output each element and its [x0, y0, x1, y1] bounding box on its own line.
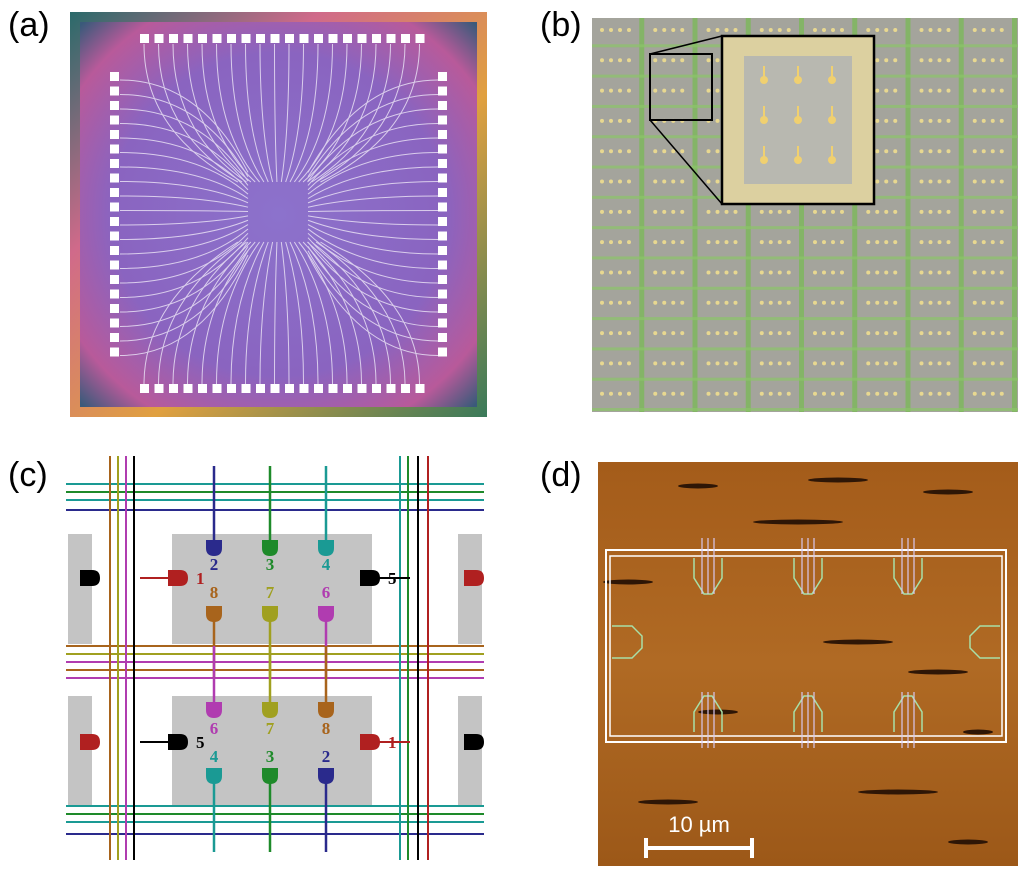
gate-number: 3: [266, 747, 275, 766]
gate-number: 1: [196, 569, 205, 588]
gate-number: 3: [266, 555, 275, 574]
gate-number: 2: [210, 555, 219, 574]
gate-number: 8: [210, 583, 219, 602]
zoom-inset: [649, 34, 876, 206]
gate-number: 5: [196, 733, 205, 752]
chip-micrograph: [70, 12, 487, 417]
gate-number: 2: [322, 747, 331, 766]
panel-c-label: (c): [8, 456, 48, 494]
gate-number: 5: [388, 569, 397, 588]
array-micrograph: [592, 18, 1018, 412]
gate-number: 1: [388, 733, 397, 752]
panel-b-label: (b): [540, 6, 582, 44]
afm-image-figure: 10 µm: [598, 462, 1018, 866]
gate-number: 6: [322, 583, 331, 602]
panel-d-label: (d): [540, 456, 582, 494]
gate-number: 6: [210, 719, 219, 738]
gate-number: 7: [266, 719, 275, 738]
gate-number: 7: [266, 583, 275, 602]
afm-image: 10 µm: [598, 462, 1018, 866]
scale-bar: 10 µm: [644, 812, 754, 858]
chip-micrograph-image: [70, 12, 487, 417]
gate-number: 8: [322, 719, 331, 738]
array-micrograph-image: [592, 18, 1018, 412]
panel-a-label: (a): [8, 6, 50, 44]
gate-number: 4: [322, 555, 331, 574]
scale-bar-label: 10 µm: [668, 812, 730, 837]
gate-number: 4: [210, 747, 219, 766]
